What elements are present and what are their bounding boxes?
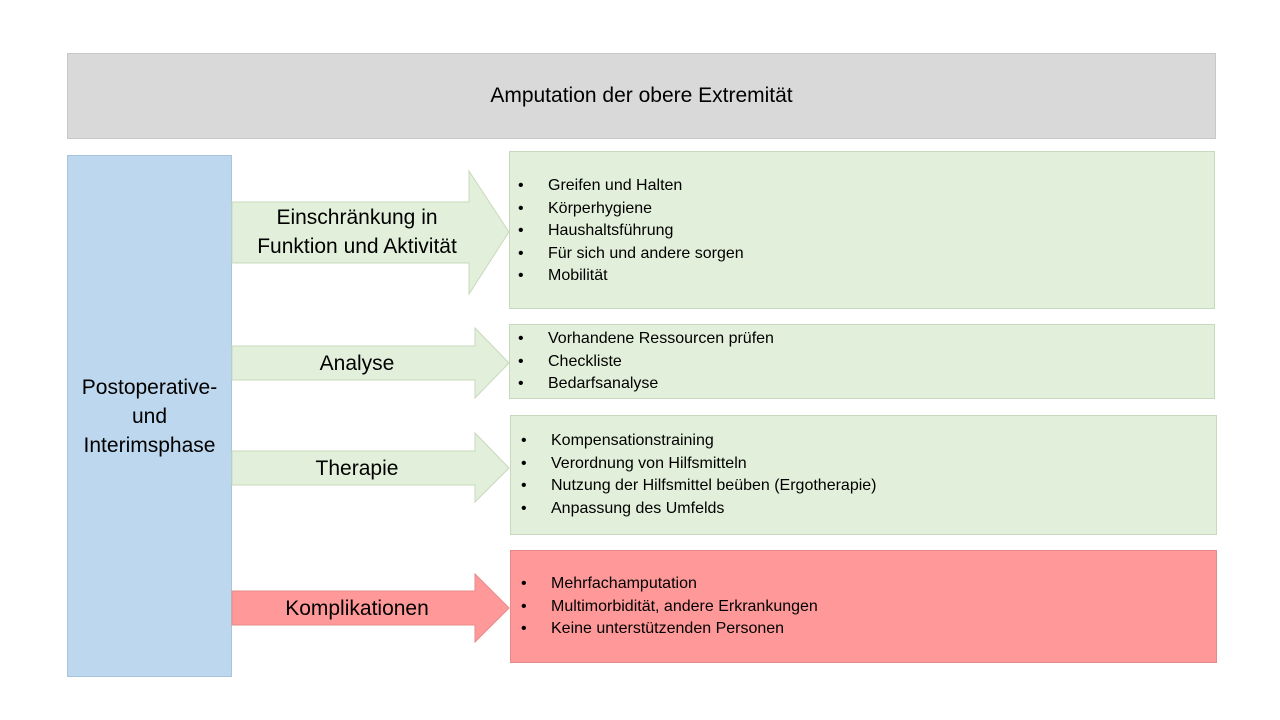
arrow-therapie — [231, 431, 510, 504]
bullet-icon: • — [518, 352, 524, 370]
box-therapie: •Kompensationstraining •Verordnung von H… — [510, 415, 1217, 535]
list-item: •Verordnung von Hilfsmitteln — [513, 453, 1216, 476]
diagram-title: Amputation der obere Extremität — [67, 53, 1216, 139]
bullet-icon: • — [518, 222, 524, 239]
bullet-icon: • — [521, 499, 527, 517]
bullet-icon: • — [518, 330, 524, 347]
list-item: •Anpassung des Umfelds — [513, 498, 1216, 521]
list-item: •Nutzung der Hilfsmittel beüben (Ergothe… — [513, 475, 1216, 498]
bullet-icon: • — [518, 199, 524, 217]
list-item: •Körperhygiene — [510, 198, 1214, 221]
list-item: •Bedarfsanalyse — [510, 373, 1214, 396]
arrow-analyse — [231, 326, 510, 400]
label-analyse: Analyse — [319, 351, 395, 375]
list-therapie: •Kompensationstraining •Verordnung von H… — [513, 430, 1216, 520]
list-item: •Mehrfachamputation — [513, 573, 1216, 596]
box-analyse: •Vorhandene Ressourcen prüfen •Checklist… — [509, 324, 1215, 399]
bullet-icon: • — [518, 244, 524, 262]
bullet-icon: • — [521, 432, 527, 449]
arrow-einschraenkung — [231, 169, 510, 296]
list-item: •Checkliste — [510, 351, 1214, 374]
bullet-icon: • — [518, 267, 524, 284]
list-item: •Kompensationstraining — [513, 430, 1216, 453]
list-item: •Haushaltsführung — [510, 220, 1214, 243]
box-einschraenkung: •Greifen und Halten •Körperhygiene •Haus… — [509, 151, 1215, 309]
label-komplikationen: Komplikationen — [285, 596, 429, 620]
bullet-icon: • — [521, 454, 527, 472]
arrow-komplikationen — [231, 572, 510, 644]
phase-box: Postoperative- und Interimsphase — [67, 155, 232, 677]
list-item: •Greifen und Halten — [510, 175, 1214, 198]
list-einschraenkung: •Greifen und Halten •Körperhygiene •Haus… — [510, 175, 1214, 288]
label-einschraenkung: Einschränkung in Funktion und Aktivität — [257, 206, 457, 258]
list-item: •Mobilität — [510, 265, 1214, 288]
bullet-icon: • — [521, 597, 527, 615]
bullet-icon: • — [518, 177, 524, 194]
bullet-icon: • — [521, 477, 527, 494]
bullet-icon: • — [521, 575, 527, 592]
list-analyse: •Vorhandene Ressourcen prüfen •Checklist… — [510, 328, 1214, 396]
list-item: •Multimorbidität, andere Erkrankungen — [513, 596, 1216, 619]
label-therapie: Therapie — [315, 456, 399, 480]
list-komplikationen: •Mehrfachamputation •Multimorbidität, an… — [513, 573, 1216, 641]
list-item: •Keine unterstützenden Personen — [513, 618, 1216, 641]
list-item: •Vorhandene Ressourcen prüfen — [510, 328, 1214, 351]
bullet-icon: • — [518, 375, 524, 392]
box-komplikationen: •Mehrfachamputation •Multimorbidität, an… — [510, 550, 1217, 663]
bullet-icon: • — [521, 620, 527, 637]
list-item: •Für sich und andere sorgen — [510, 243, 1214, 266]
